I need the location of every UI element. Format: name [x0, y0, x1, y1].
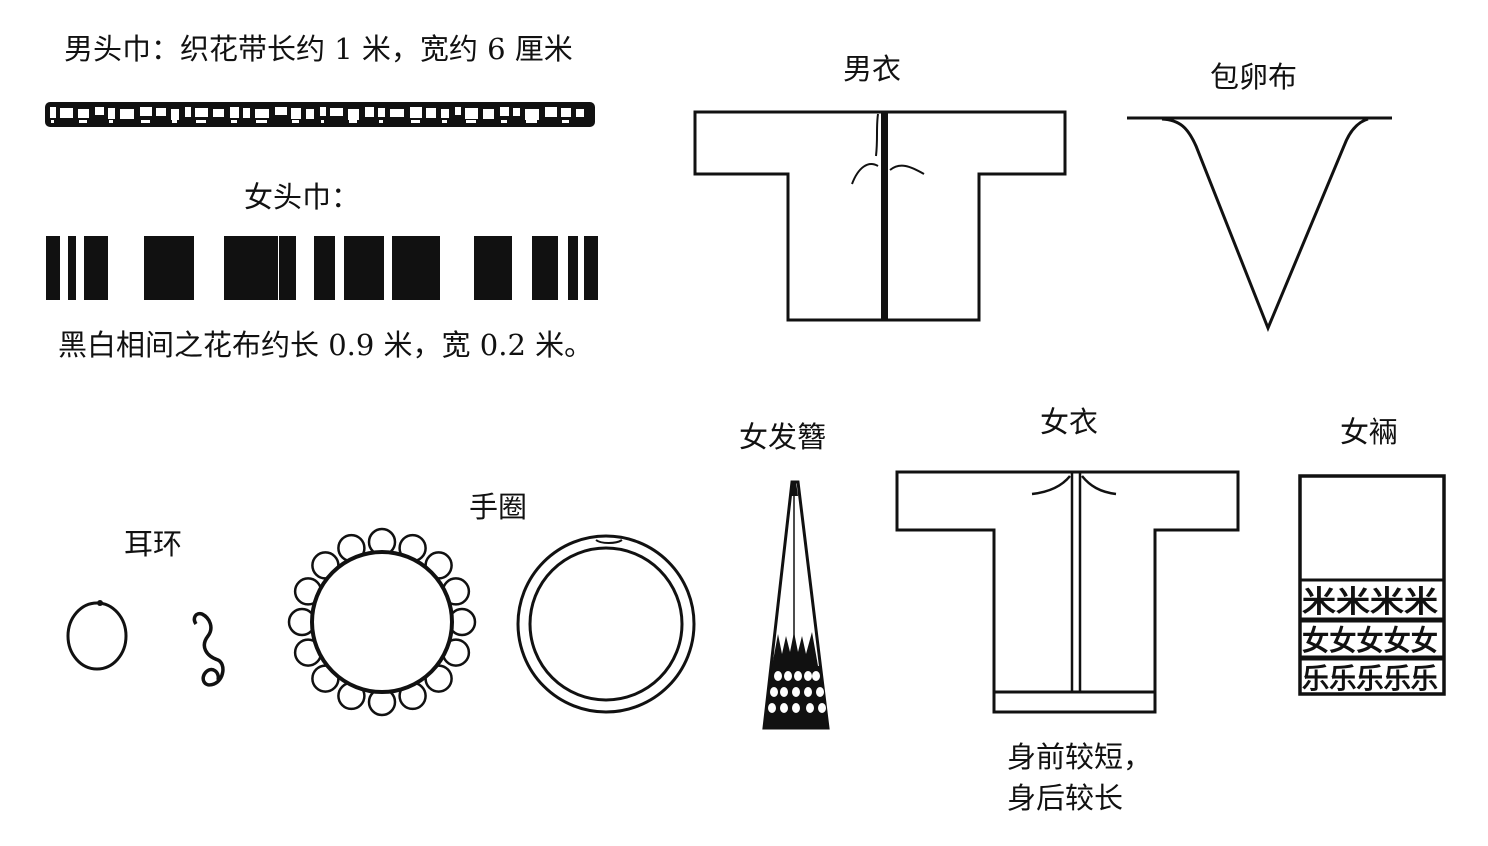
women-headscarf-desc: 黑白相间之花布约长 0.9 米，宽 0.2 米。: [58, 328, 594, 362]
women-trousers-drawing: 米米米米 女女女女女 乐乐乐乐乐: [1298, 474, 1446, 696]
egg-cloth-drawing: [1127, 116, 1392, 332]
men-headscarf-label: 男头巾：织花带长约 1 米，宽约 6 厘米: [64, 32, 573, 66]
earrings-label: 耳环: [124, 527, 183, 561]
women-headscarf-label: 女头巾：: [244, 180, 361, 214]
hairpin-drawing: [762, 480, 830, 730]
women-jacket-note-1: 身前较短，: [1007, 740, 1153, 774]
bracelets-label: 手圈: [469, 490, 528, 524]
hairpin-label: 女发簪: [739, 420, 827, 454]
women-trousers-label: 女裲: [1340, 415, 1399, 449]
women-jacket-label: 女衣: [1040, 405, 1099, 439]
svg-text:米米米米: 米米米米: [1302, 585, 1438, 620]
women-jacket-drawing: [895, 470, 1240, 714]
svg-text:女女女女女: 女女女女女: [1302, 624, 1438, 657]
men-jacket-drawing: [693, 110, 1067, 322]
men-headband-strip: [45, 102, 595, 127]
bracelets-drawing: [287, 527, 696, 717]
women-headscarf-strip: [46, 236, 598, 300]
earrings-drawing: [66, 600, 225, 687]
men-jacket-label: 男衣: [843, 52, 902, 86]
women-jacket-note-2: 身后较长: [1007, 781, 1124, 815]
egg-cloth-label: 包卵布: [1210, 60, 1298, 94]
svg-text:乐乐乐乐乐: 乐乐乐乐乐: [1302, 662, 1438, 695]
